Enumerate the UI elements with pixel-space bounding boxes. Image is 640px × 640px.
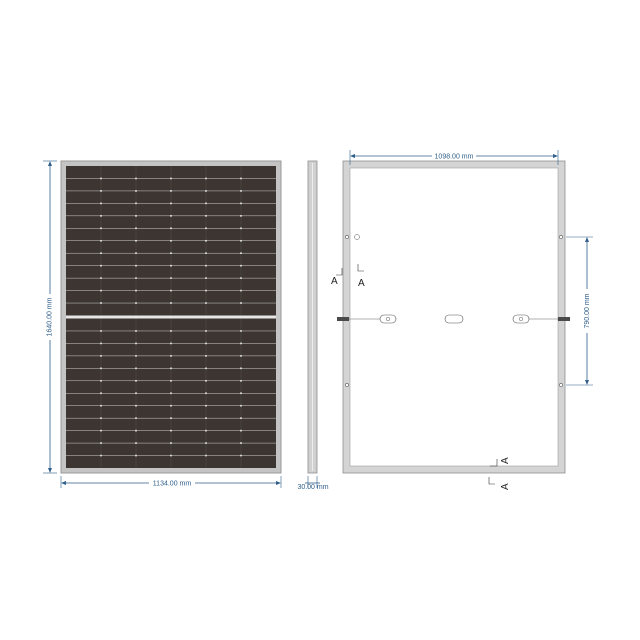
front-height-dimension: 1640.00 mm bbox=[43, 160, 57, 474]
front-width-label: 1134.00 mm bbox=[153, 481, 192, 488]
front-center-divider bbox=[66, 315, 276, 319]
mount-spacing-label: 790.00 mm bbox=[584, 293, 591, 328]
section-mark-label: A bbox=[331, 276, 338, 287]
front-width-dimension: 1134.00 mm bbox=[60, 476, 282, 488]
side-thickness-label: 30.00 mm bbox=[297, 484, 328, 491]
junction-box-right bbox=[512, 314, 530, 324]
back-width-label: 1098.00 mm bbox=[435, 154, 474, 161]
section-marks bbox=[336, 264, 498, 485]
section-mark-label: A bbox=[358, 278, 365, 289]
connector-left bbox=[337, 317, 349, 321]
ground-symbol-icon bbox=[354, 234, 360, 240]
connector-right bbox=[558, 317, 570, 321]
back-view bbox=[337, 160, 570, 474]
back-width-dimension: 1098.00 mm bbox=[349, 150, 559, 165]
junction-box-center bbox=[444, 314, 464, 324]
section-mark-label: A bbox=[500, 483, 511, 490]
front-height-label: 1640.00 mm bbox=[47, 297, 54, 336]
side-view bbox=[307, 160, 318, 474]
mount-spacing-dimension: 790.00 mm bbox=[566, 236, 593, 386]
junction-box-left bbox=[379, 314, 397, 324]
section-mark-label: A bbox=[500, 457, 511, 464]
side-thickness-dimension: 30.00 mm bbox=[297, 476, 329, 491]
front-view bbox=[60, 160, 282, 474]
mounting-holes bbox=[345, 235, 563, 387]
cell-grid bbox=[66, 166, 276, 468]
